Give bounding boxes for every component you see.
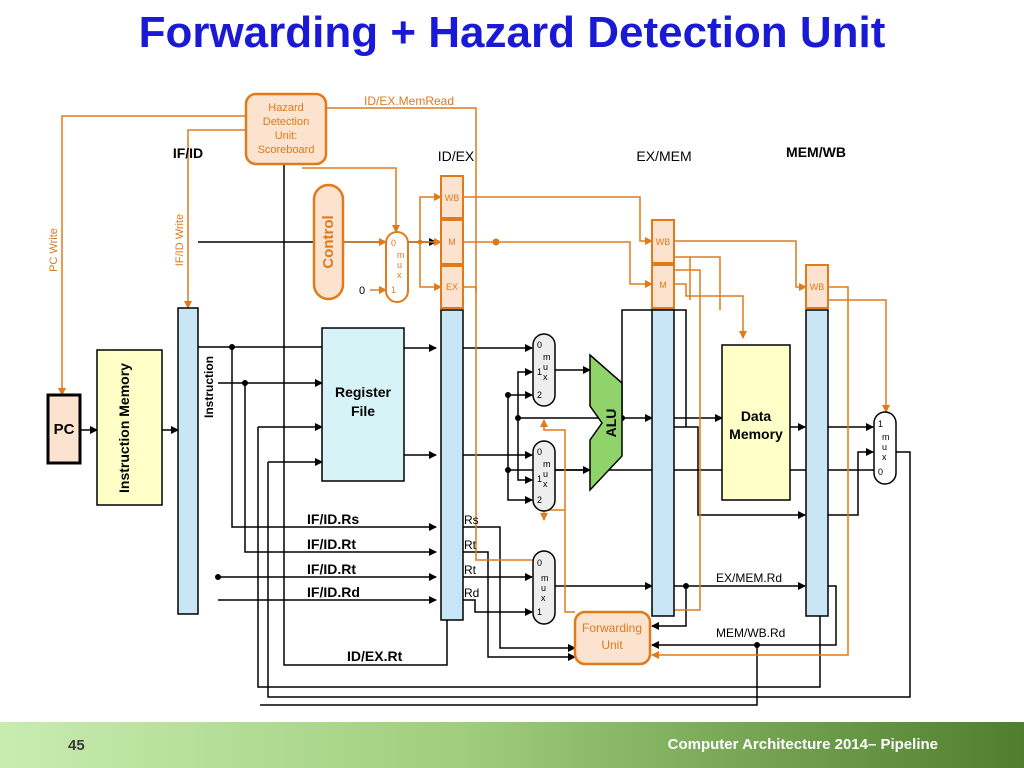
- alu-a-mux-m: m: [543, 352, 551, 362]
- alu-b-mux-0: 0: [537, 447, 542, 457]
- wb-mux-u: u: [882, 442, 887, 452]
- regdst-mux-1: 1: [537, 607, 542, 617]
- rt-label-1: Rt: [464, 538, 477, 552]
- alu-b-mux-x: x: [543, 479, 548, 489]
- data-memory-label-2: Memory: [729, 426, 783, 442]
- regdst-mux-m: m: [541, 573, 549, 583]
- footer-text: Computer Architecture 2014– Pipeline: [667, 736, 938, 753]
- alu-b-mux-m: m: [543, 459, 551, 469]
- forwarding-unit-line-1: Forwarding: [582, 621, 642, 635]
- if-id-header: IF/ID: [173, 145, 203, 161]
- alu-b-mux-u: u: [543, 469, 548, 479]
- control-junction-dot-2: [417, 239, 423, 245]
- hazard-unit-line-1: Hazard: [268, 102, 303, 114]
- wire-junctions: [215, 344, 760, 648]
- forwarding-unit: [573, 610, 652, 666]
- alu-a-mux-2: 2: [537, 390, 542, 400]
- id-ex-wb-field: [440, 175, 464, 219]
- wb-mux-0: 0: [878, 467, 883, 477]
- ex-mem-register: [651, 309, 675, 617]
- control-wires: [58, 107, 890, 659]
- if-id-rd-label: IF/ID.Rd: [307, 584, 360, 600]
- hazard-unit-line-2: Detection: [263, 116, 309, 128]
- control-junction-dot: [492, 238, 500, 246]
- alu: [589, 353, 623, 492]
- pipeline-diagram: PC Instruction Memory Instruction Hazard…: [46, 92, 911, 706]
- control-mux-m: m: [397, 250, 405, 260]
- id-ex-register: [440, 309, 464, 621]
- hazard-unit-line-3: Unit:: [275, 130, 298, 142]
- control-mux-1: 1: [391, 285, 396, 295]
- ex-mem-wb-label: WB: [656, 237, 671, 247]
- instruction-memory-label: Instruction Memory: [116, 363, 132, 493]
- wb-mux-1: 1: [878, 419, 883, 429]
- if-id-register: [177, 307, 199, 615]
- mem-wb-wb-label: WB: [810, 282, 825, 292]
- register-file: [321, 327, 405, 482]
- alu-b-mux-2: 2: [537, 495, 542, 505]
- data-memory-label-1: Data: [741, 408, 772, 424]
- control-mux-x: x: [397, 270, 402, 280]
- mem-wb-register: [805, 309, 829, 617]
- ex-mem-m-field: [651, 264, 675, 309]
- forwarding-unit-line-2: Unit: [601, 638, 623, 652]
- mem-wb-rd-label: MEM/WB.Rd: [716, 626, 785, 640]
- wb-mux-m: m: [882, 432, 890, 442]
- id-ex-ex-label: EX: [446, 282, 458, 292]
- alu-a-mux: [532, 333, 556, 407]
- slide-title: Forwarding + Hazard Detection Unit: [138, 8, 886, 57]
- if-id-write-label: IF/ID Write: [174, 214, 186, 266]
- control-mux: [385, 231, 409, 303]
- hazard-unit-line-4: Scoreboard: [258, 144, 315, 156]
- mem-wb-wb-field: [805, 264, 829, 309]
- if-id-rs-label: IF/ID.Rs: [307, 511, 359, 527]
- regdst-mux-0: 0: [537, 558, 542, 568]
- id-ex-rt-label: ID/EX.Rt: [347, 648, 403, 664]
- control-mux-u: u: [397, 260, 402, 270]
- id-ex-m-field: [440, 219, 464, 265]
- ex-mem-m-label: M: [659, 280, 667, 290]
- hazard-detection-unit: [244, 92, 328, 166]
- regdst-mux-u: u: [541, 583, 546, 593]
- writeback-mux: [873, 411, 897, 485]
- id-ex-header: ID/EX: [438, 148, 475, 164]
- instruction-label: Instruction: [202, 356, 216, 418]
- zero-input-label: 0: [359, 285, 365, 297]
- alu-a-mux-0: 0: [537, 340, 542, 350]
- rs-label: Rs: [464, 513, 479, 527]
- id-ex-wb-label: WB: [445, 193, 460, 203]
- regdst-mux-x: x: [541, 593, 546, 603]
- alu-a-mux-x: x: [543, 372, 548, 382]
- control-label: Control: [320, 215, 337, 268]
- wb-mux-x: x: [882, 452, 887, 462]
- page-number: 45: [68, 737, 85, 754]
- mem-wb-header: MEM/WB: [786, 144, 846, 160]
- data-memory: [721, 344, 791, 501]
- rt-label-2: Rt: [464, 563, 477, 577]
- rd-label: Rd: [464, 586, 479, 600]
- footer-bar: [0, 722, 1024, 768]
- regdst-mux: [532, 550, 556, 625]
- alu-b-mux-1: 1: [537, 474, 542, 484]
- control-unit: [312, 183, 345, 301]
- alu-a-mux-1: 1: [537, 367, 542, 377]
- pc-label: PC: [54, 421, 75, 438]
- pc-register: [46, 393, 82, 465]
- ex-mem-header: EX/MEM: [636, 148, 691, 164]
- register-file-label-2: File: [351, 403, 375, 419]
- id-ex-memread-label: ID/EX.MemRead: [364, 94, 454, 108]
- register-file-label-1: Register: [335, 384, 392, 400]
- alu-b-mux: [532, 440, 556, 512]
- alu-a-mux-u: u: [543, 362, 548, 372]
- ex-mem-wb-field: [651, 219, 675, 264]
- ex-mem-rd-label: EX/MEM.Rd: [716, 571, 782, 585]
- alu-label: ALU: [603, 409, 619, 438]
- id-ex-ex-field: [440, 265, 464, 309]
- if-id-rt-label-2: IF/ID.Rt: [307, 561, 356, 577]
- control-mux-0: 0: [391, 238, 396, 248]
- id-ex-m-label: M: [448, 237, 456, 247]
- pc-write-label: PC Write: [48, 228, 60, 272]
- if-id-rt-label-1: IF/ID.Rt: [307, 536, 356, 552]
- instruction-memory: [96, 349, 163, 506]
